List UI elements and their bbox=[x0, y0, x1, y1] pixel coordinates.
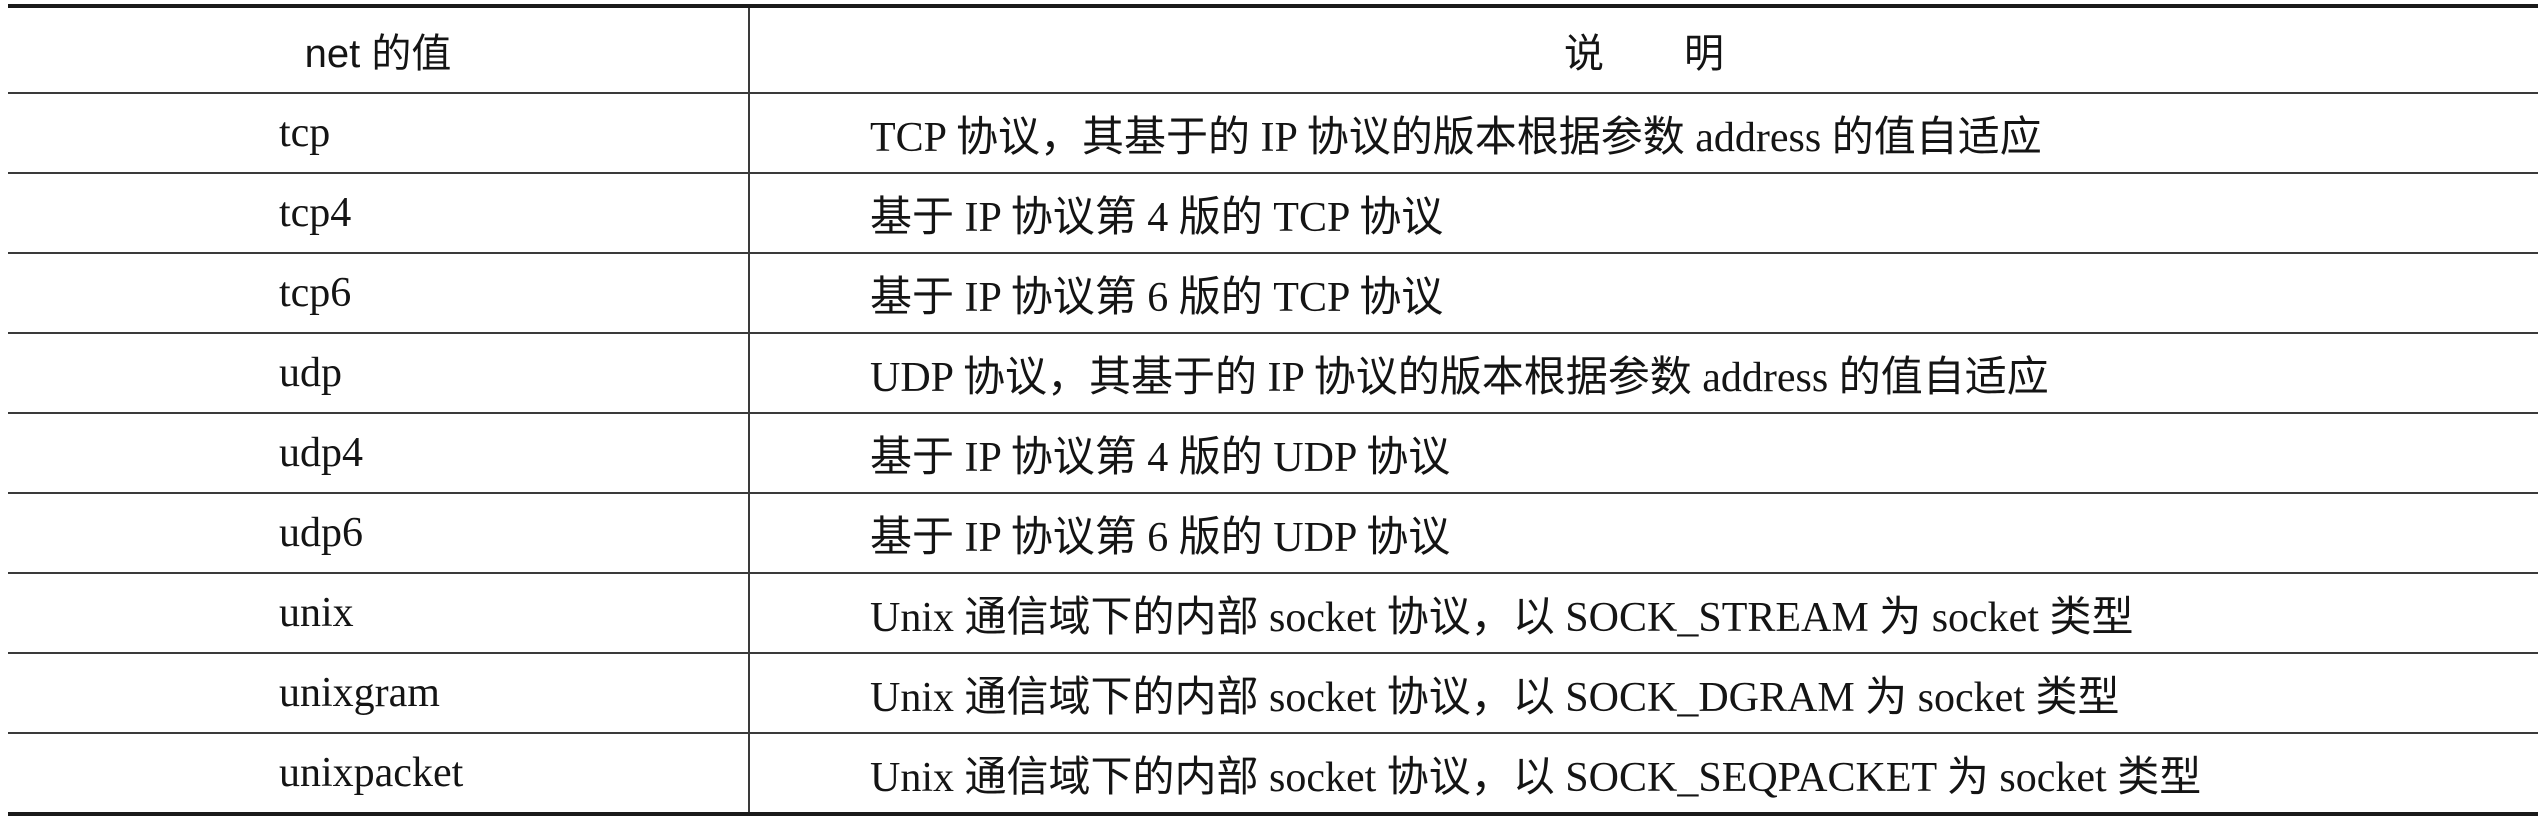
description-cell: 基于 IP 协议第 4 版的 UDP 协议 bbox=[749, 413, 2538, 494]
header-description: 说 明 bbox=[749, 6, 2538, 94]
table-row: udp UDP 协议，其基于的 IP 协议的版本根据参数 address 的值自… bbox=[8, 333, 2538, 414]
net-value-cell: unixgram bbox=[8, 653, 750, 734]
description-cell: Unix 通信域下的内部 socket 协议，以 SOCK_STREAM 为 s… bbox=[749, 573, 2538, 654]
net-value-cell: udp4 bbox=[8, 413, 750, 494]
net-value-cell: udp6 bbox=[8, 493, 750, 574]
table-row: tcp TCP 协议，其基于的 IP 协议的版本根据参数 address 的值自… bbox=[8, 93, 2538, 174]
description-cell: 基于 IP 协议第 6 版的 UDP 协议 bbox=[749, 493, 2538, 574]
net-value-cell: tcp4 bbox=[8, 173, 750, 254]
net-value-cell: unixpacket bbox=[8, 733, 750, 814]
description-cell: Unix 通信域下的内部 socket 协议，以 SOCK_DGRAM 为 so… bbox=[749, 653, 2538, 734]
table-row: unixgram Unix 通信域下的内部 socket 协议，以 SOCK_D… bbox=[8, 653, 2538, 734]
description-cell: 基于 IP 协议第 6 版的 TCP 协议 bbox=[749, 253, 2538, 334]
net-value-cell: tcp6 bbox=[8, 253, 750, 334]
description-cell: UDP 协议，其基于的 IP 协议的版本根据参数 address 的值自适应 bbox=[749, 333, 2538, 414]
header-net-value: net 的值 bbox=[8, 6, 750, 94]
table-row: unixpacket Unix 通信域下的内部 socket 协议，以 SOCK… bbox=[8, 733, 2538, 814]
table-row: tcp6 基于 IP 协议第 6 版的 TCP 协议 bbox=[8, 253, 2538, 334]
net-value-cell: unix bbox=[8, 573, 750, 654]
description-cell: Unix 通信域下的内部 socket 协议，以 SOCK_SEQPACKET … bbox=[870, 754, 2202, 801]
net-values-table: net 的值 说 明 tcp TCP 协议，其基于的 IP 协议的版本根据参数 … bbox=[8, 4, 2538, 816]
description-cell: TCP 协议，其基于的 IP 协议的版本根据参数 address 的值自适应 bbox=[749, 93, 2538, 174]
net-value-cell: tcp bbox=[8, 93, 750, 174]
table-row: tcp4 基于 IP 协议第 4 版的 TCP 协议 bbox=[8, 173, 2538, 254]
description-cell: 基于 IP 协议第 4 版的 TCP 协议 bbox=[749, 173, 2538, 254]
table-header-row: net 的值 说 明 bbox=[8, 6, 2538, 94]
table-row: unix Unix 通信域下的内部 socket 协议，以 SOCK_STREA… bbox=[8, 573, 2538, 654]
net-value-cell: udp bbox=[8, 333, 750, 414]
table-row: udp6 基于 IP 协议第 6 版的 UDP 协议 bbox=[8, 493, 2538, 574]
table-row: udp4 基于 IP 协议第 4 版的 UDP 协议 bbox=[8, 413, 2538, 494]
